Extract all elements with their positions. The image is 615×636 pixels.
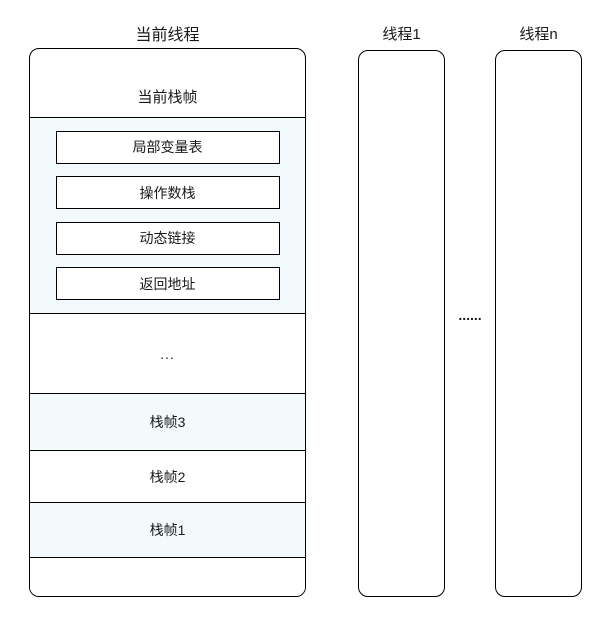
current-thread-stack: 当前栈帧 局部变量表 操作数栈 动态链接 返回地址 ... 栈帧3 栈帧2 栈帧…: [29, 48, 306, 597]
current-frame-body: 局部变量表 操作数栈 动态链接 返回地址: [30, 117, 305, 313]
stack-ellipsis: ...: [30, 313, 305, 393]
frame-part-operand-stack: 操作数栈: [55, 176, 280, 210]
stack-bottom-empty: [30, 557, 305, 596]
stack-frame-3: 栈帧3: [30, 393, 305, 450]
stack-frame-1: 栈帧1: [30, 502, 305, 557]
frame-part-local-variable-table: 局部变量表: [55, 130, 280, 164]
frame-part-dynamic-linking: 动态链接: [55, 221, 280, 255]
current-frame-label: 当前栈帧: [137, 89, 198, 106]
frame-part-return-address: 返回地址: [55, 267, 280, 301]
thread-n-stack: [495, 50, 582, 597]
stack-frame-2: 栈帧2: [30, 450, 305, 502]
threads-ellipsis: ......: [458, 307, 482, 323]
thread-1-title: 线程1: [382, 26, 421, 43]
thread-n-title: 线程n: [519, 26, 558, 43]
current-thread-title: 当前线程: [135, 27, 200, 44]
thread-1-stack: [358, 50, 445, 597]
